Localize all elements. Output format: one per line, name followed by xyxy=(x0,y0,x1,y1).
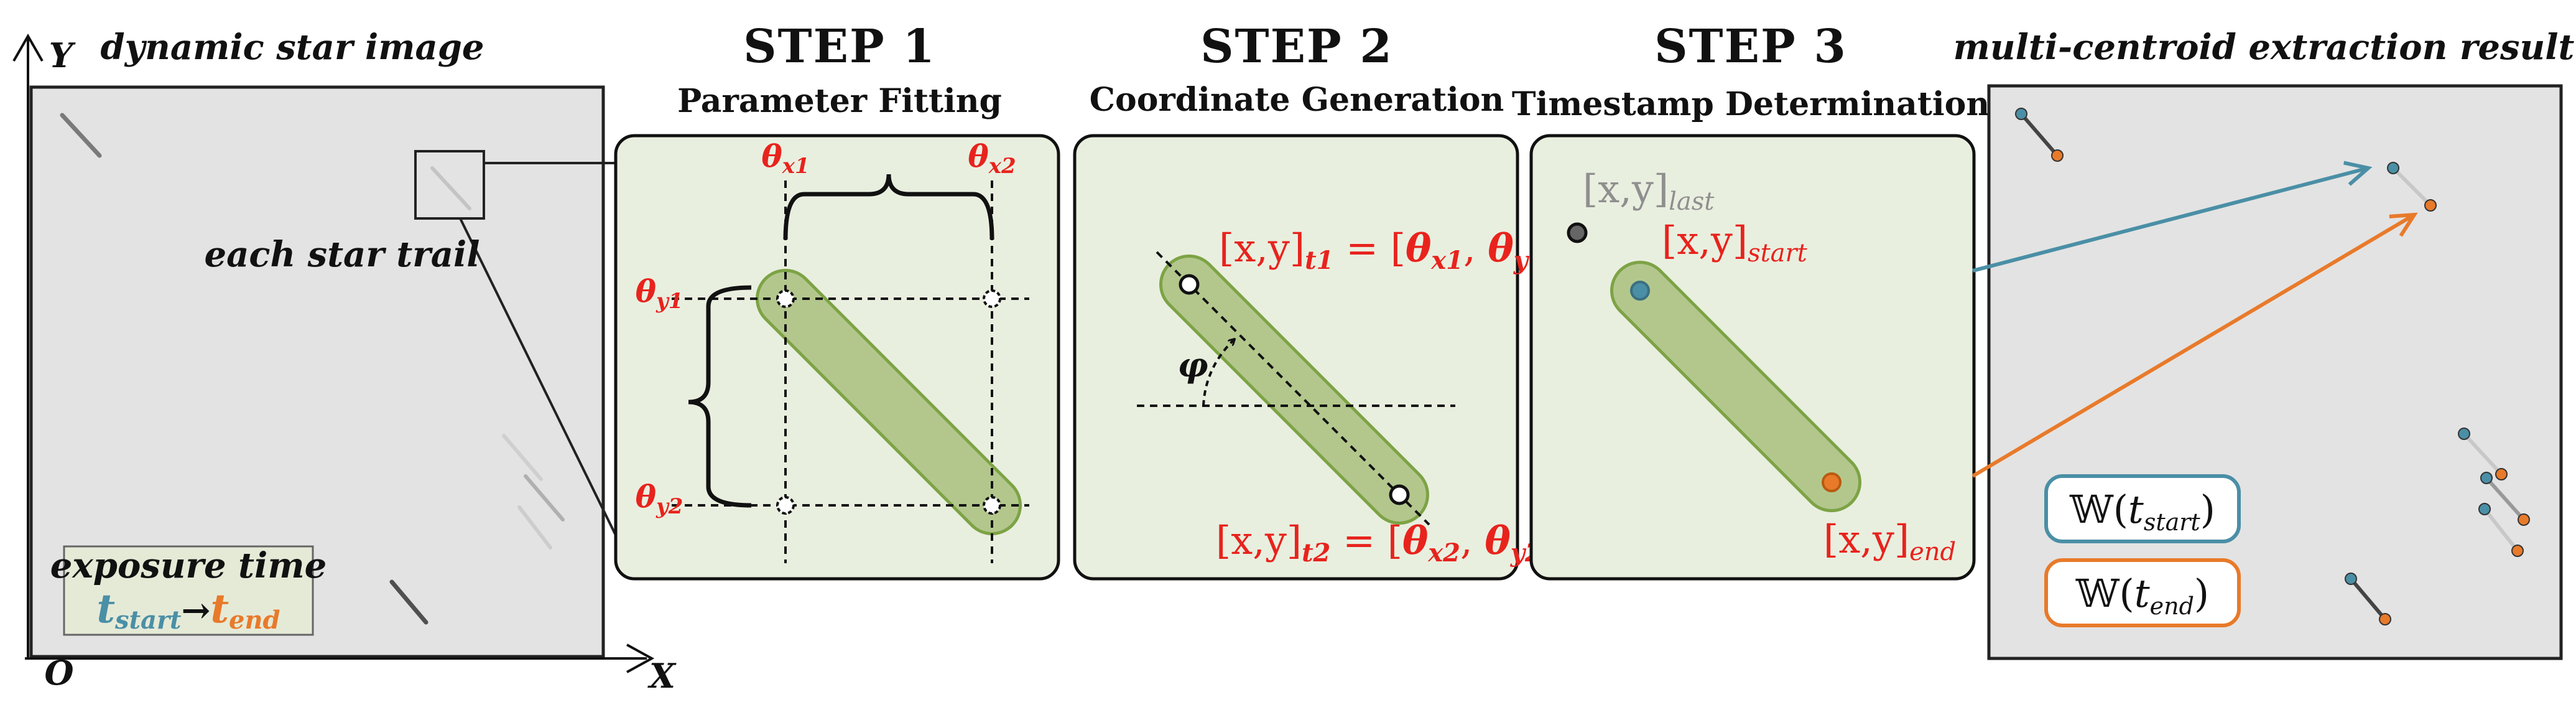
step1-title: STEP 1 xyxy=(743,20,936,73)
end-mapping-arrow xyxy=(1971,212,2418,478)
endpoint-t1 xyxy=(1179,274,1200,295)
zoom-connector xyxy=(459,218,617,536)
start-mapping-arrow xyxy=(1972,161,2373,273)
x-axis-arrow xyxy=(626,644,655,673)
star-trail xyxy=(389,579,429,625)
last-centroid-point xyxy=(1567,222,1588,243)
result-title: multi-centroid extraction result xyxy=(1953,27,2575,68)
star-trail xyxy=(60,113,102,158)
trail-shape xyxy=(759,272,1019,532)
end-coordinate-label: [x,y]end xyxy=(1823,517,1956,566)
corner-point xyxy=(776,289,795,308)
step3-subtitle: Timestamp Determination xyxy=(1512,85,1990,123)
star-trail xyxy=(502,434,543,481)
theta-x1-label: θx1 xyxy=(761,138,809,179)
y-axis-arrow xyxy=(12,33,44,62)
step3-box xyxy=(1529,134,1976,581)
step3-title: STEP 3 xyxy=(1654,20,1847,73)
x-axis-label: X xyxy=(647,656,677,696)
w-start-box xyxy=(2044,474,2241,543)
step3-panel: STEP 3 Timestamp Determination [x,y]last… xyxy=(1512,20,1990,581)
dynamic-star-image-title: dynamic star image xyxy=(100,27,484,68)
step2-subtitle: Coordinate Generation xyxy=(1090,81,1504,119)
phi-label: φ xyxy=(1178,345,1208,385)
coordinate-t2-equation: [x,y]t2 = [θx2, θy2] xyxy=(1216,518,1557,568)
start-coordinate-label: [x,y]start xyxy=(1662,218,1808,268)
start-point xyxy=(1630,281,1650,301)
step1-panel: STEP 1 Parameter Fitting θx1 θx2 θy1 θy2 xyxy=(614,20,1060,581)
end-point xyxy=(1822,472,1842,492)
origin-label: O xyxy=(44,653,73,693)
w-end-box xyxy=(2044,558,2241,627)
result-panel: multi-centroid extraction result xyxy=(1953,27,2575,660)
trail-shape xyxy=(1613,264,1858,509)
centroid-pair xyxy=(2387,162,2437,212)
exposure-time-label: exposure time xyxy=(50,545,327,586)
corner-point xyxy=(983,289,1001,308)
theta-y1-label: θy1 xyxy=(636,273,683,314)
each-star-trail-label: each star trail xyxy=(204,234,480,275)
star-trail-zoom-box xyxy=(414,150,485,220)
y-axis-label: Y xyxy=(49,35,76,75)
centroid-pair xyxy=(2478,503,2524,557)
w-end-label: 𝕎(tend) xyxy=(2075,571,2209,620)
star-trail xyxy=(430,166,471,210)
y-range-brace xyxy=(688,285,752,508)
step2-title: STEP 2 xyxy=(1200,20,1393,73)
last-coordinate-label: [x,y]last xyxy=(1583,166,1715,216)
step2-panel: STEP 2 Coordinate Generation φ [x,y]t1 =… xyxy=(1073,20,1560,581)
star-trail xyxy=(524,474,565,522)
x-range-brace xyxy=(783,174,994,240)
w-start-label: 𝕎(tstart) xyxy=(2069,487,2215,536)
star-trail xyxy=(517,505,552,550)
coordinate-t1-equation: [x,y]t1 = [θx1, θy1] xyxy=(1219,225,1560,275)
centroid-pair xyxy=(2015,108,2064,162)
step1-subtitle: Parameter Fitting xyxy=(677,82,1002,120)
centroid-pair xyxy=(2458,428,2508,480)
centroid-pair xyxy=(2480,472,2530,526)
dynamic-star-image-panel: dynamic star image Y X O each star trail… xyxy=(12,27,677,696)
endpoint-t2 xyxy=(1389,484,1410,505)
theta-y2-label: θy2 xyxy=(636,478,683,519)
theta-x2-label: θx2 xyxy=(968,138,1016,179)
corner-point xyxy=(983,496,1001,515)
corner-point xyxy=(776,496,795,515)
centroid-pair xyxy=(2345,573,2391,625)
exposure-time-range: tstart→tend xyxy=(96,586,280,635)
exposure-time-box xyxy=(63,545,314,636)
